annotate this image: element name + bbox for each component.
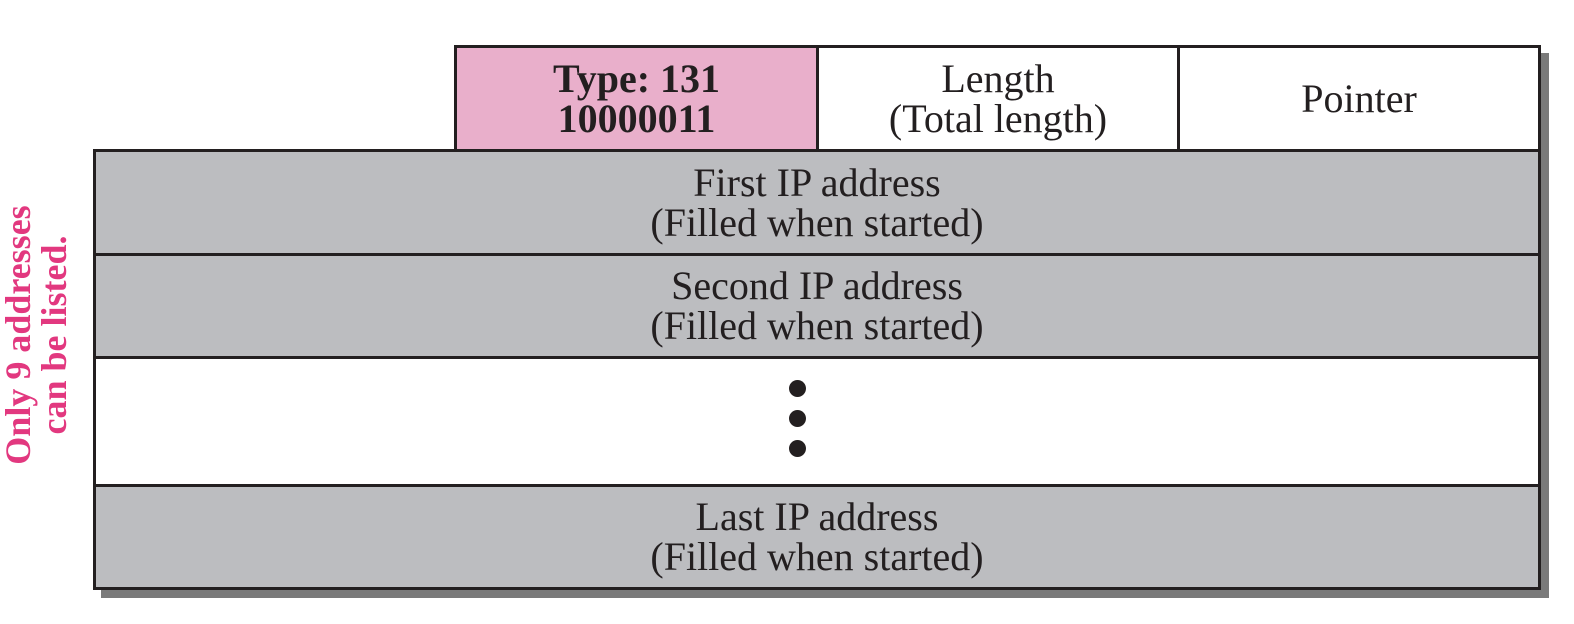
second-ip-address-row: Second IP address (Filled when started): [93, 253, 1541, 359]
first-ip-address-row: First IP address (Filled when started): [93, 149, 1541, 256]
pointer-field: Pointer: [1177, 45, 1541, 152]
second-ip-address-note: (Filled when started): [650, 303, 984, 348]
ellipsis-dot: [789, 440, 806, 457]
ellipsis-dot: [789, 380, 806, 397]
last-ip-address-row: Last IP address (Filled when started): [93, 484, 1541, 590]
length-field: Length (Total length): [816, 45, 1180, 152]
vertical-ellipsis-icon: [785, 376, 809, 466]
ellipsis-row: [93, 356, 1541, 487]
address-limit-note-line2: can be listed.: [34, 235, 74, 435]
ellipsis-dot: [789, 410, 806, 427]
address-limit-note-line1: Only 9 addresses: [0, 205, 38, 465]
last-ip-address-note: (Filled when started): [650, 534, 984, 579]
type-field: Type: 131 10000011: [454, 45, 819, 152]
length-sublabel: (Total length): [888, 95, 1108, 141]
second-ip-address-label: Second IP address: [671, 263, 963, 308]
type-binary: 10000011: [557, 95, 716, 141]
first-ip-address-note: (Filled when started): [650, 199, 984, 245]
type-label: Type: 131: [552, 55, 721, 101]
address-limit-note: Only 9 addresses can be listed.: [0, 170, 80, 500]
length-label: Length: [941, 55, 1055, 101]
pointer-label: Pointer: [1301, 75, 1417, 121]
last-ip-address-label: Last IP address: [695, 494, 939, 539]
first-ip-address-label: First IP address: [693, 159, 941, 205]
